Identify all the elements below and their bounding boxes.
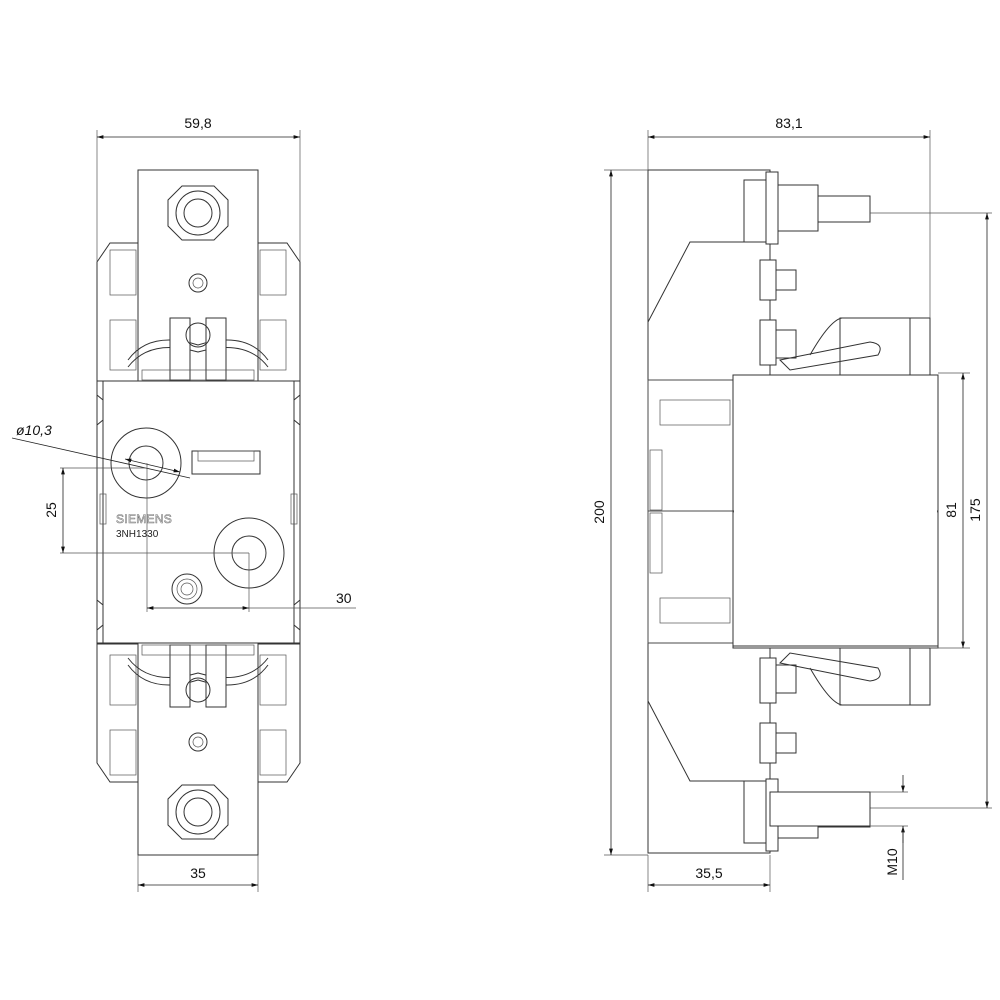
side-view xyxy=(647,169,939,854)
thread-dimension: M10 xyxy=(884,848,900,875)
height-dimension: 200 xyxy=(591,500,607,524)
horizontal-spacing-dimension: 30 xyxy=(336,590,352,606)
front-view: SIEMENS 3NH1330 xyxy=(96,169,301,856)
fuse-height-dimension: 81 xyxy=(943,502,959,518)
hole-diameter-dimension: ø10,3 xyxy=(16,422,52,438)
terminal-width-dimension: 35 xyxy=(190,865,206,881)
brand-logo: SIEMENS xyxy=(116,512,172,526)
terminal-spacing-dimension: 175 xyxy=(967,498,983,522)
base-depth-dimension: 35,5 xyxy=(695,865,722,881)
depth-dimension: 83,1 xyxy=(775,115,802,131)
width-dimension: 59,8 xyxy=(184,115,211,131)
front-dimensions: 59,8 35 ø10,3 25 30 xyxy=(11,115,356,892)
fuse-link-body xyxy=(732,374,939,647)
model-number: 3NH1330 xyxy=(116,529,159,540)
vertical-spacing-dimension: 25 xyxy=(43,502,59,518)
mounting-hole-upper xyxy=(110,427,182,499)
side-dimensions: 83,1 35,5 200 81 175 M10 xyxy=(591,115,992,892)
